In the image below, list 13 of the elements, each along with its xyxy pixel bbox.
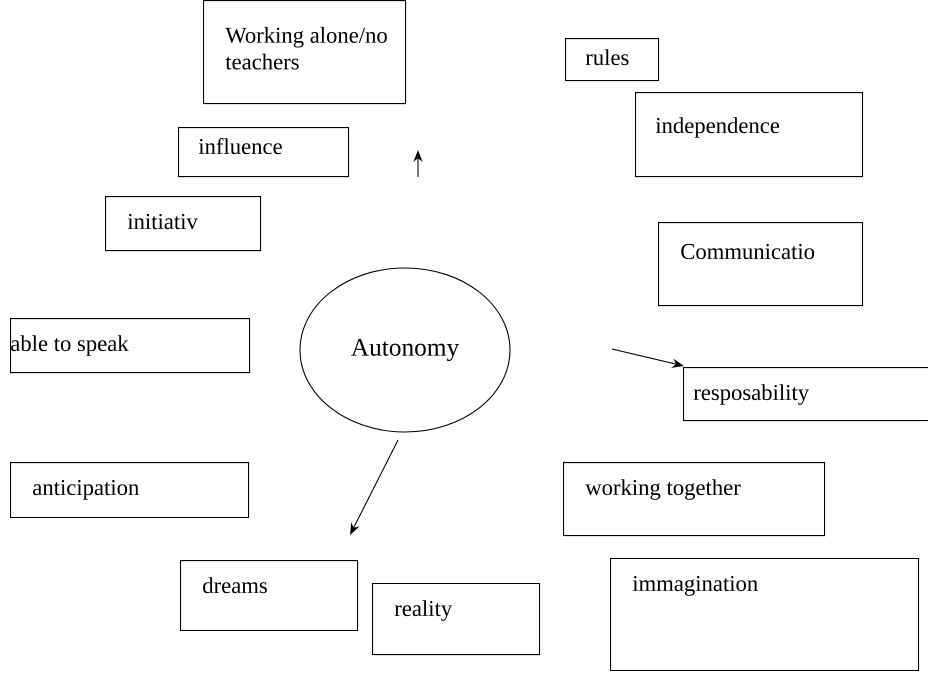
text-box: dreams [180,560,358,632]
text-box: independence [635,92,864,178]
text-box: Working alone/no teachers [203,0,406,104]
text-box: initiativ [105,196,262,252]
text-box: working together [563,462,826,536]
text-box: influence [178,127,350,178]
text-box: anticipation [10,462,250,518]
text-box: immagination [610,558,920,672]
text-box: resposability [683,367,928,422]
text-box: able to speak [10,318,250,374]
text-box: Communicatio [658,222,864,306]
text-box: reality [372,583,540,656]
text-box: rules [565,38,660,82]
